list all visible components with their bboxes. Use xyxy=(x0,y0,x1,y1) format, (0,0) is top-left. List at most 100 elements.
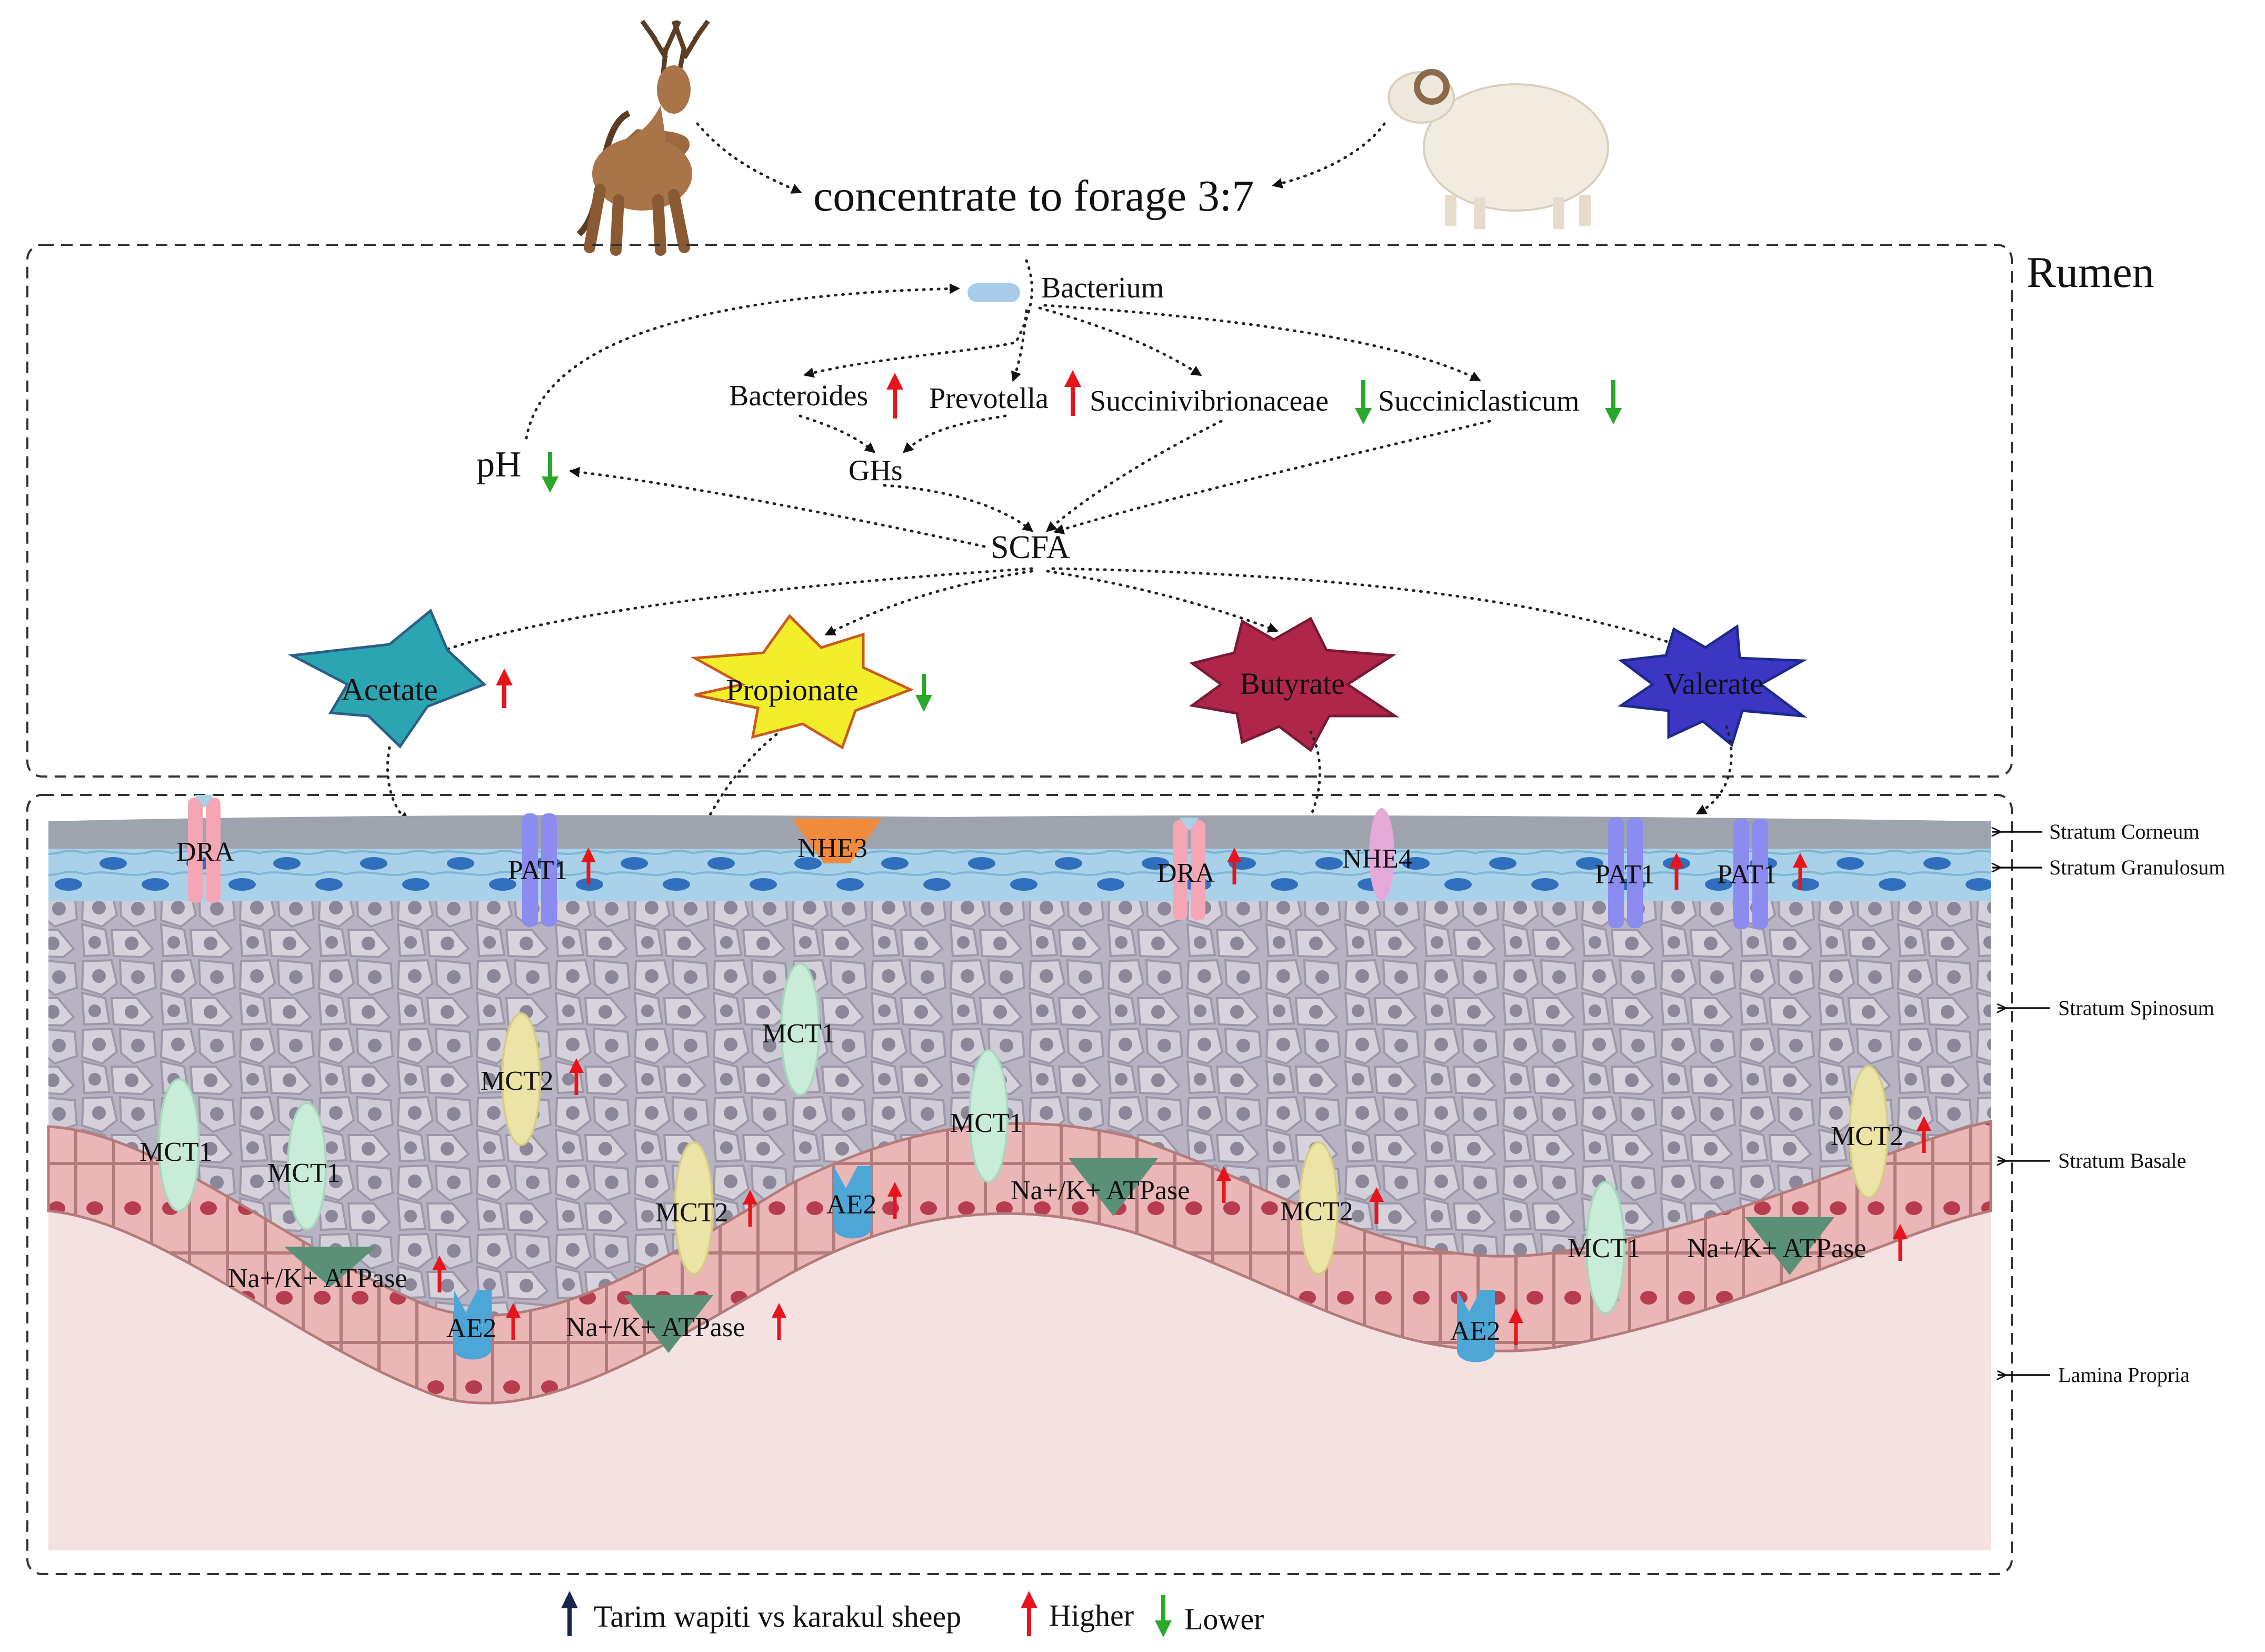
mct1-transporter xyxy=(287,1102,327,1230)
diet-label: concentrate to forage 3:7 xyxy=(813,172,1254,221)
mct1-label: MCT1 xyxy=(139,1137,213,1167)
mct2-transporter xyxy=(501,1012,541,1146)
prevotella-higher-arrow xyxy=(1064,370,1081,416)
mct2-label: MCT2 xyxy=(1280,1197,1353,1227)
mct1-transporter xyxy=(969,1049,1009,1183)
mct1-transporter xyxy=(1585,1181,1625,1315)
lower-arrow-icon xyxy=(1155,1595,1172,1637)
nhe4-transporter xyxy=(1369,808,1394,901)
succinivibrionaceae-lower-arrow xyxy=(1355,380,1372,424)
higher-arrow-icon xyxy=(581,848,596,884)
stratum-granulosum-layer xyxy=(48,849,1991,901)
layer-label-granulosum: Stratum Granulosum xyxy=(2049,855,2225,879)
stratum-corneum-layer xyxy=(48,815,1991,849)
na-k-atpase-transporter xyxy=(1745,1217,1834,1275)
butyrate-label: Butyrate xyxy=(1240,666,1345,701)
ae2-transporter xyxy=(1457,1290,1495,1362)
ae2-label: AE2 xyxy=(446,1313,496,1344)
succiniclasticum-lower-arrow xyxy=(1605,380,1622,424)
pat1-label: PAT1 xyxy=(508,855,568,885)
mct2-transporter xyxy=(1849,1065,1889,1199)
dra-label: DRA xyxy=(1157,858,1215,888)
higher-arrow-icon xyxy=(1917,1116,1931,1153)
ph-label: pH xyxy=(476,444,522,485)
pat1-transporter xyxy=(1733,819,1768,929)
ae2-transporter xyxy=(454,1290,492,1360)
dra-label: DRA xyxy=(176,837,234,867)
nhe3-transporter xyxy=(792,819,882,863)
taxon-prevotella: Prevotella xyxy=(929,382,1049,415)
mct1-label: MCT1 xyxy=(950,1108,1023,1138)
mct2-transporter xyxy=(674,1141,714,1275)
bacteroides-higher-arrow xyxy=(886,373,903,419)
higher-arrow-icon xyxy=(1669,853,1684,890)
propionate-lower-arrow xyxy=(915,674,932,712)
higher-arrow-icon xyxy=(887,1182,902,1219)
na-k-atpase-transporter xyxy=(1069,1158,1158,1216)
ae2-label: AE2 xyxy=(1450,1316,1500,1346)
legend-higher: Higher xyxy=(1049,1598,1134,1633)
na-k-atpase-transporter xyxy=(284,1247,376,1287)
bacterium-label: Bacterium xyxy=(1041,272,1164,304)
legend-lower: Lower xyxy=(1184,1602,1264,1636)
pat1-label: PAT1 xyxy=(1595,860,1655,890)
transporter-higher-arrows xyxy=(432,848,1931,1345)
layer-label-corneum: Stratum Corneum xyxy=(2049,820,2200,843)
valerate-star: Valerate xyxy=(1617,624,1808,748)
higher-arrow-icon xyxy=(1227,848,1242,884)
mct2-label: MCT2 xyxy=(481,1066,554,1096)
dra-transporter xyxy=(188,795,221,903)
higher-arrow-icon xyxy=(772,1303,786,1340)
acetate-label: Acetate xyxy=(341,672,437,707)
ph-lower-arrow xyxy=(542,452,558,493)
nhe3-label: NHE3 xyxy=(797,833,867,863)
legend-comparison: Tarim wapiti vs karakul sheep xyxy=(594,1599,961,1634)
na-k-atpase-label: Na+/K+ ATPase xyxy=(1687,1233,1866,1263)
higher-arrow-icon xyxy=(506,1303,521,1340)
rumen-label: Rumen xyxy=(2027,248,2154,297)
na-k-atpase-label: Na+/K+ ATPase xyxy=(228,1263,407,1293)
taxon-succinivibrionaceae: Succinivibrionaceae xyxy=(1090,385,1329,417)
pat1-transporter xyxy=(1608,818,1643,928)
layer-label-lamina: Lamina Propria xyxy=(2058,1363,2190,1387)
rumen-box xyxy=(26,244,2013,778)
acetate-higher-arrow xyxy=(496,669,513,708)
ae2-label: AE2 xyxy=(826,1190,876,1220)
ae2-transporter xyxy=(834,1166,872,1239)
mct1-label: MCT1 xyxy=(762,1019,835,1049)
taxon-succiniclasticum: Succiniclasticum xyxy=(1378,385,1580,417)
valerate-label: Valerate xyxy=(1663,666,1763,701)
dra-transporter xyxy=(1173,818,1205,920)
mct1-transporter xyxy=(780,962,820,1096)
sheep-icon xyxy=(1388,69,1609,229)
epithelium-box xyxy=(26,794,2013,1575)
scfa-label: SCFA xyxy=(991,530,1070,565)
higher-arrow-icon xyxy=(1893,1224,1908,1261)
mct1-transporter xyxy=(158,1078,200,1212)
mct1-label: MCT1 xyxy=(1568,1233,1641,1263)
higher-arrow-icon xyxy=(1509,1308,1523,1345)
layer-label-spinosum: Stratum Spinosum xyxy=(2058,996,2214,1020)
higher-arrow-icon xyxy=(569,1058,584,1095)
layer-label-basale: Stratum Basale xyxy=(2058,1149,2186,1172)
layer-pointers xyxy=(1992,832,2050,1375)
comparison-arrow-icon xyxy=(561,1591,578,1636)
na-k-atpase-label: Na+/K+ ATPase xyxy=(566,1312,745,1342)
taxon-bacteroides: Bacteroides xyxy=(729,380,868,412)
na-k-atpase-label: Na+/K+ ATPase xyxy=(1011,1176,1190,1206)
mct2-transporter xyxy=(1299,1141,1339,1275)
mct2-label: MCT2 xyxy=(655,1198,729,1228)
higher-arrow-icon xyxy=(1369,1187,1384,1224)
higher-arrow-icon xyxy=(1216,1166,1231,1203)
stratum-basale-layer xyxy=(47,1119,1992,1405)
propionate-star: Propionate xyxy=(690,614,914,750)
bacterium-icon xyxy=(967,283,1020,302)
deer-icon xyxy=(576,19,710,256)
na-k-atpase-transporter xyxy=(624,1295,713,1353)
propionate-label: Propionate xyxy=(726,673,858,707)
higher-arrow-icon xyxy=(1793,853,1808,890)
pat1-label: PAT1 xyxy=(1717,860,1777,890)
higher-arrow-icon xyxy=(1021,1591,1037,1636)
ghs-label: GHs xyxy=(849,454,903,487)
